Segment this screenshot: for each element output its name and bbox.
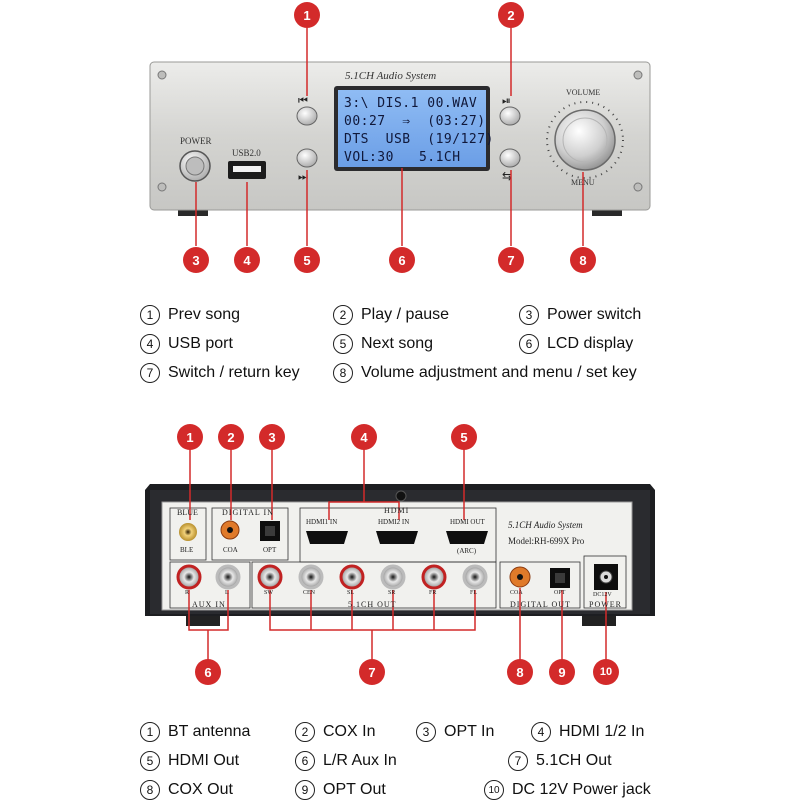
rear-callout-6: 6 xyxy=(195,659,221,685)
play-pause-icon: ⏯ xyxy=(502,94,511,107)
rear-opt-label: OPT xyxy=(263,546,277,554)
volume-label: VOLUME xyxy=(566,88,601,97)
lcd-line-4: VOL:30 5.1CH xyxy=(344,150,461,165)
rear-coa-out-label: COA xyxy=(510,590,523,596)
power-label: POWER xyxy=(180,136,212,146)
rear-hdmi-label: HDMI xyxy=(384,506,410,515)
rear-inner-panel xyxy=(161,501,633,611)
front-callout-4: 4 xyxy=(234,247,260,273)
rear-callout-2: 2 xyxy=(218,424,244,450)
hdmi-ports-drawing xyxy=(306,531,488,544)
rear-hdmi2-label: HDMI2 IN xyxy=(378,518,410,526)
next-icon: ⏭ xyxy=(298,170,308,183)
front-foot-right xyxy=(592,206,622,216)
rear-coa-label: COA xyxy=(223,546,238,554)
rear-opt-out-label: OPT xyxy=(554,590,566,596)
rear-ble-sub: BLE xyxy=(180,546,194,554)
front-panel-section: ⏮ ⏭ ⏯ ⇆ 5.1CH Audio System POWER USB2.0 … xyxy=(0,0,800,280)
rear-digital-out-label: DIGITAL OUT xyxy=(510,600,571,609)
lcd-screen xyxy=(338,90,486,167)
front-foot-left xyxy=(178,206,208,216)
rear-dc-label: DC12V xyxy=(593,592,612,598)
lcd-line-2: 00:27 ⇒ (03:27) xyxy=(344,114,486,129)
rear-callout-3: 3 xyxy=(259,424,285,450)
rear-callout-9: 9 xyxy=(549,659,575,685)
rear-hdmi-out-label: HDMI OUT xyxy=(450,518,485,526)
volume-arc xyxy=(546,101,624,179)
prev-icon: ⏮ xyxy=(298,94,308,107)
rear-panel-section: BLUE BLE DIGITAL IN COA OPT HDMI HDMI1 I… xyxy=(0,420,800,700)
front-panel-drawing: ⏮ ⏭ ⏯ ⇆ xyxy=(149,28,651,246)
rear-callout-10: 10 xyxy=(593,659,619,685)
front-panel-title: 5.1CH Audio System xyxy=(345,70,437,82)
front-callout-7: 7 xyxy=(498,247,524,273)
rear-panel-title: 5.1CH Audio System xyxy=(508,520,583,530)
front-callout-3: 3 xyxy=(183,247,209,273)
rear-model-label: Model:RH-699X Pro xyxy=(508,536,585,546)
front-callout-1: 1 xyxy=(294,2,320,28)
front-callout-8: 8 xyxy=(570,247,596,273)
rear-ch-out-label: 5.1CH OUT xyxy=(348,600,397,609)
rear-power-label: POWER xyxy=(589,600,622,609)
rear-arc-label: (ARC) xyxy=(457,547,477,555)
lcd-line-3: DTS USB (19/127) xyxy=(344,132,494,147)
lcd-line-1: 3:\ DIS.1 00.WAV xyxy=(344,96,478,111)
front-callout-2: 2 xyxy=(498,2,524,28)
rear-ch-label-sw: SW xyxy=(264,590,273,596)
rear-callout-1: 1 xyxy=(177,424,203,450)
usb-label: USB2.0 xyxy=(232,148,261,158)
rear-ch-label-fr: FR xyxy=(429,590,437,596)
rear-ch-label-sl: SL xyxy=(347,590,355,596)
rear-panel-drawing xyxy=(145,448,655,660)
rear-aux-in-label: AUX IN xyxy=(192,600,226,609)
rear-aux-r-label: R xyxy=(185,590,190,596)
rear-hdmi1-label: HDMI1 IN xyxy=(306,518,338,526)
rear-callout-7: 7 xyxy=(359,659,385,685)
rear-callout-8: 8 xyxy=(507,659,533,685)
volume-knob-drawing xyxy=(554,109,616,171)
menu-label: MENU xyxy=(571,178,595,187)
rear-ch-label-sr: SR xyxy=(388,590,396,596)
rear-aux-l-label: L xyxy=(225,590,229,596)
front-callout-6: 6 xyxy=(389,247,415,273)
rear-callout-4: 4 xyxy=(351,424,377,450)
rear-ch-label-fl: FL xyxy=(470,590,478,596)
rear-digital-in-label: DIGITAL IN xyxy=(222,508,274,517)
rear-ble-label: BLUE xyxy=(177,508,198,517)
rear-ch-label-cen: CEN xyxy=(303,590,315,596)
bt-antenna-drawing xyxy=(179,523,197,541)
front-callout-5: 5 xyxy=(294,247,320,273)
switch-icon: ⇆ xyxy=(502,169,512,183)
rear-callout-5: 5 xyxy=(451,424,477,450)
